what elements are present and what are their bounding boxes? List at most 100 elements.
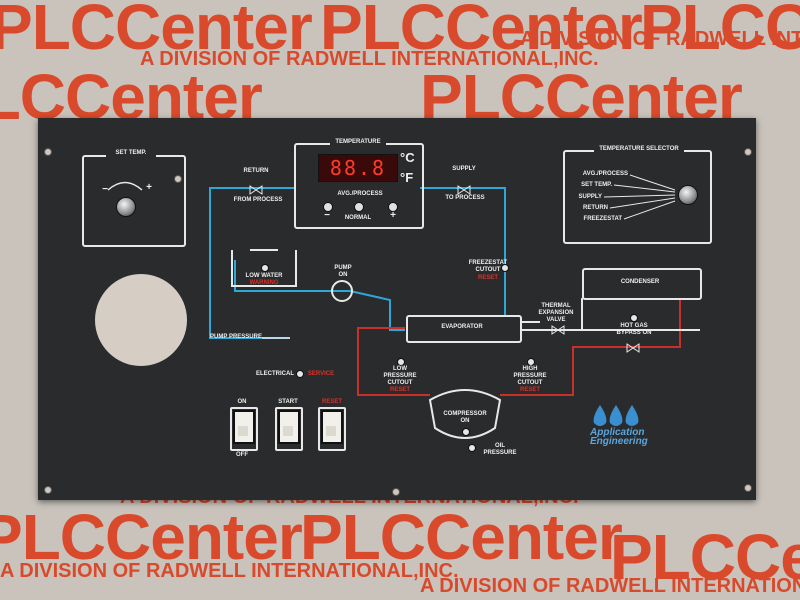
high-pressure-reset-label: RESET [519, 387, 540, 393]
low-pressure-reset-label: RESET [389, 387, 410, 393]
tank-symbol [231, 250, 297, 287]
start-switch-frame [275, 407, 303, 451]
selector-line [613, 184, 676, 193]
watermark-brand: PLCCenter [610, 521, 800, 593]
unit-fahrenheit: °F [400, 170, 414, 185]
unit-celsius: °C [400, 150, 415, 165]
expansion-valve [551, 325, 565, 335]
avg-process-label: AVG./PROCESS [337, 191, 383, 197]
from-process-label: FROM PROCESS [233, 197, 283, 203]
low-water-warning-label: WARNING [249, 280, 279, 286]
temperature-selector-knob[interactable] [678, 185, 698, 205]
set-temp-knob[interactable] [116, 197, 136, 217]
condenser-label: CONDENSER [620, 279, 660, 285]
selector-option-supply: SUPPLY [578, 194, 602, 200]
evaporator-label: EVAPORATOR [441, 324, 483, 330]
mounting-screw [392, 488, 400, 496]
pump-symbol [331, 280, 353, 302]
oil-pressure-light [468, 444, 476, 452]
watermark-tagline: A DIVISION OF RADWELL INTERNATIONAL,INC. [0, 560, 459, 582]
temperature-label: TEMPERATURE [330, 139, 386, 146]
mounting-screw [174, 175, 182, 183]
chilled-water-line [290, 290, 405, 331]
watermark-tagline: A DIVISION OF RADWELL INTERNATIONAL,INC. [140, 48, 599, 70]
watermark-tagline: A DIVISION OF RADWELL INTERNATIONAL,INC. [520, 28, 800, 50]
mounting-screw [744, 148, 752, 156]
evaporator-box [406, 315, 522, 343]
selector-line [609, 197, 676, 209]
service-label: SERVICE [307, 371, 335, 377]
pump-on-label: PUMP ON [334, 265, 352, 278]
oil-pressure-label: OIL PRESSURE [483, 443, 517, 456]
off-label: OFF [236, 452, 248, 458]
on-off-switch-frame [230, 407, 258, 451]
display-normal-button[interactable] [354, 202, 364, 212]
chilled-water-line [420, 187, 520, 317]
logo-line2: Engineering [590, 436, 648, 447]
mounting-screw [44, 148, 52, 156]
selector-line [623, 200, 676, 220]
selector-option-freezestat: FREEZESTAT [583, 216, 622, 222]
set-temp-minus: − [102, 184, 108, 195]
watermark-brand: PLCCenter [0, 501, 303, 573]
set-temp-label: SET TEMP. [106, 150, 156, 157]
display-minus-label: − [324, 210, 330, 221]
reset-switch[interactable] [321, 410, 343, 444]
freezestat-light [501, 264, 509, 272]
supply-label: SUPPLY [452, 166, 476, 172]
reset-label: RESET [321, 399, 342, 405]
display-plus-button[interactable] [388, 202, 398, 212]
set-temp-plus: + [146, 182, 152, 193]
supply-valve [457, 185, 471, 195]
mounting-screw [744, 484, 752, 492]
watermark-brand: PLCCenter [640, 0, 800, 63]
display-plus-label: + [390, 210, 396, 221]
compressor-light [462, 428, 470, 436]
thermal-expansion-valve-label: THERMAL EXPANSION VALVE [538, 303, 574, 323]
on-off-switch[interactable] [233, 410, 255, 444]
electrical-light [296, 370, 304, 378]
normal-label: NORMAL [344, 215, 372, 221]
watermark-tagline: A DIVISION OF RADWELL INTERNATIONAL,INC. [420, 575, 800, 597]
return-valve [249, 185, 263, 195]
watermark-brand: PLCCenter [0, 0, 313, 63]
refrigerant-line [357, 327, 430, 396]
freezestat-reset-label: RESET [477, 275, 498, 281]
reset-switch-frame [318, 407, 346, 451]
watermark-brand: PLCCenter [300, 501, 623, 573]
selector-option-avg-process: AVG./PROCESS [582, 171, 628, 177]
selector-option-set-temp: SET TEMP. [581, 182, 612, 188]
low-water-light [261, 264, 269, 272]
high-pressure-cutout-label: HIGH PRESSURE CUTOUT [513, 366, 547, 386]
chilled-water-line [234, 260, 290, 292]
electrical-label: ELECTRICAL [256, 371, 294, 377]
hot-gas-bypass-light [630, 314, 638, 322]
chilled-water-line [209, 187, 295, 339]
selector-line [629, 174, 676, 191]
return-label: RETURN [243, 168, 269, 174]
mounting-screw [44, 486, 52, 494]
low-pressure-cutout-label: LOW PRESSURE CUTOUT [383, 366, 417, 386]
compressor-on-label: COMPRESSOR ON [443, 411, 487, 424]
high-pressure-light [527, 358, 535, 366]
watermark-brand: PLCCenter [320, 0, 643, 63]
start-switch[interactable] [278, 410, 300, 444]
application-engineering-logo: Application Engineering [590, 403, 668, 447]
hot-gas-valve [626, 343, 640, 353]
pump-pressure-label: PUMP PRESSURE [210, 334, 262, 340]
hot-gas-bypass-label: HOT GAS BYPASS ON [616, 323, 652, 336]
display-minus-button[interactable] [323, 202, 333, 212]
low-water-label: LOW WATER [245, 273, 283, 279]
gauge-cutout [95, 274, 187, 366]
logo-line1: Application [590, 427, 645, 438]
selector-option-return: RETURN [583, 205, 608, 211]
selector-line [603, 194, 676, 198]
compressor-symbol [428, 389, 502, 439]
temperature-display: 88.8 [318, 154, 398, 182]
freezestat-cutout-label: FREEZESTAT CUTOUT [468, 260, 508, 273]
temperature-selector-label: TEMPERATURE SELECTOR [594, 146, 684, 153]
to-process-label: TO PROCESS [445, 195, 485, 201]
set-temp-arc [107, 181, 143, 191]
